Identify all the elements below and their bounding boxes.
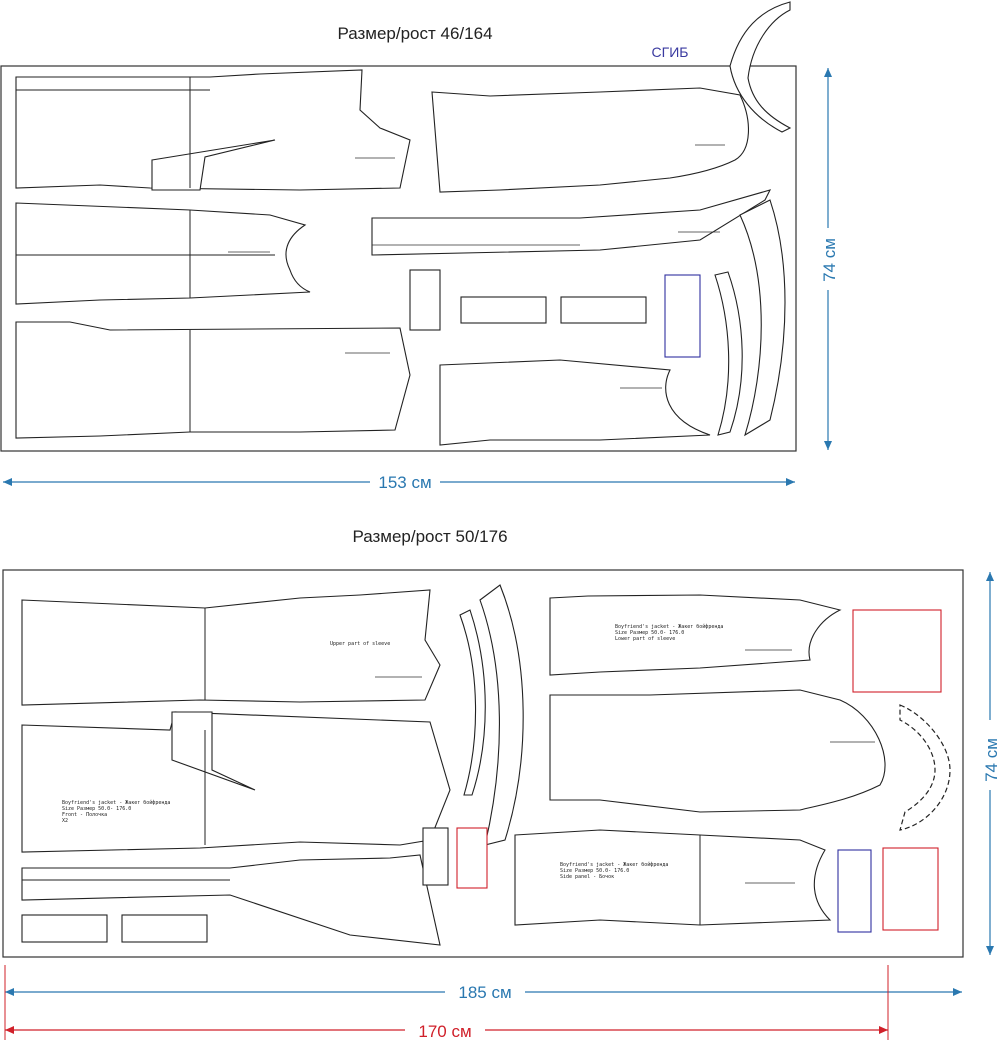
collar-dashed-2 — [899, 704, 951, 831]
layout-2-title: Размер/рост 50/176 — [352, 527, 507, 546]
pocket-welt-1b — [560, 296, 647, 324]
facing-strip-1 — [371, 189, 772, 256]
interfacing-piece-2 — [837, 849, 872, 933]
pocket-piece-2 — [422, 827, 449, 886]
back-piece-2 — [549, 689, 886, 813]
fabric-sheet-2 — [2, 569, 964, 958]
lining-piece-2a — [456, 827, 488, 889]
front-piece-1 — [15, 69, 411, 191]
layout-1-title: Размер/рост 46/164 — [337, 24, 492, 43]
label-front-2: Front - Полочка — [62, 812, 107, 818]
front-lapel-1 — [151, 139, 276, 191]
pocket-welt-2b — [121, 914, 208, 943]
sleeve-piece-1 — [15, 202, 311, 305]
label-under-sleeve-2: Lower part of sleeve — [615, 636, 675, 642]
label-size-front-2: Size Размер 50.0- 176.0 — [62, 806, 131, 812]
front-lapel-2 — [171, 711, 256, 791]
side-panel-piece-1 — [15, 321, 411, 439]
back-piece-1 — [431, 87, 749, 193]
facing-strip-2 — [21, 854, 441, 946]
label-x2-front-2: X2 — [62, 818, 68, 824]
lining-piece-2c — [882, 847, 939, 931]
pocket-welt-2a — [21, 914, 108, 943]
under-sleeve-piece-2 — [549, 594, 842, 676]
label-size-under-2: Size Размер 50.0- 176.0 — [615, 630, 684, 636]
collar-stand-2b — [459, 609, 486, 796]
width-label-2: 185 см — [458, 983, 511, 1002]
fold-label: СГИБ — [652, 44, 689, 60]
collar-stand-2a — [479, 584, 524, 846]
collar-piece-1 — [729, 1, 792, 133]
width-label-1: 153 см — [378, 473, 431, 492]
label-size-side-2: Size Размер 50.0- 176.0 — [560, 868, 629, 874]
label-jacket-side-2: Boyfriend's jacket - Жакет бойфренда — [560, 861, 668, 868]
height-label-1: 74 см — [820, 238, 839, 282]
under-sleeve-piece-1 — [439, 359, 711, 446]
curved-piece-1b — [714, 271, 743, 436]
label-upper-sleeve-2: Upper part of sleeve — [330, 641, 390, 647]
upper-sleeve-piece-2 — [21, 589, 441, 706]
label-jacket-under-2: Boyfriend's jacket - Жакет бойфренда — [615, 623, 723, 630]
pocket-welt-1a — [460, 296, 547, 324]
label-side-panel-2: Side panel - Бочок — [560, 874, 614, 880]
pocket-piece-1 — [409, 269, 441, 331]
fabric-sheet-1 — [0, 65, 797, 452]
interfacing-piece-1 — [664, 274, 701, 358]
lining-piece-2b — [852, 609, 942, 693]
side-panel-piece-2 — [514, 829, 832, 926]
width-label-2b: 170 см — [418, 1022, 471, 1040]
curved-piece-1a — [739, 199, 786, 437]
label-jacket-front-2: Boyfriend's jacket - Жакет бойфренда — [62, 799, 170, 806]
height-label-2: 74 см — [982, 738, 1000, 782]
